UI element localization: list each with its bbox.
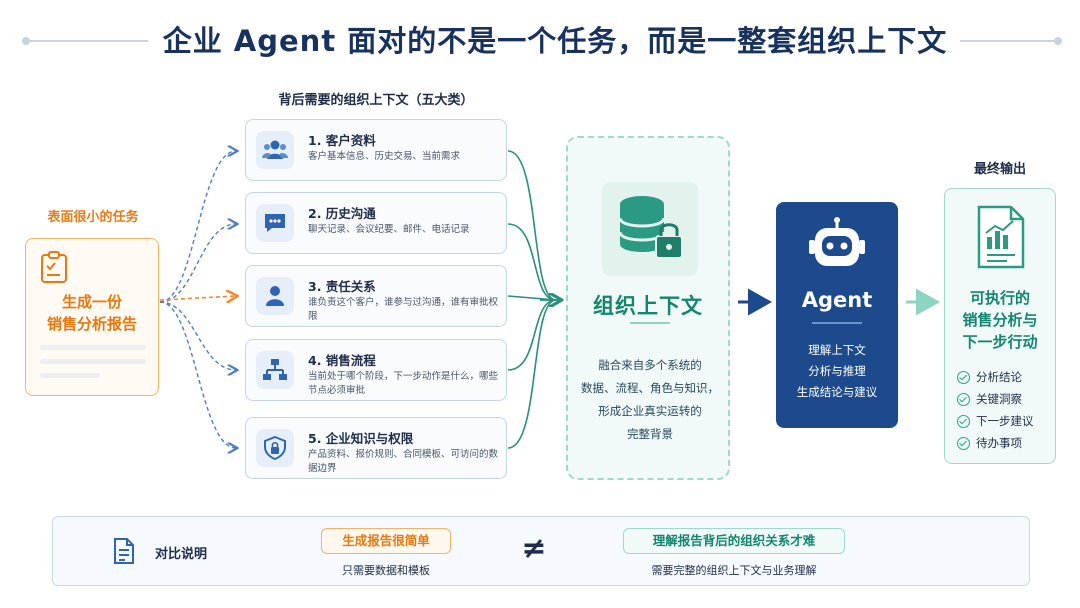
- comparison-easy-pill: 生成报告很简单: [321, 528, 451, 554]
- output-item-label: 待办事项: [976, 436, 1022, 450]
- org-desc-line: 形成企业真实运转的: [598, 404, 702, 418]
- context-item-sales-process: 4. 销售流程 当前处于哪个阶段，下一步动作是什么，哪些节点必须审批: [245, 339, 507, 401]
- context-icon-box: [256, 204, 294, 242]
- context-item-title: 3. 责任关系: [308, 279, 376, 294]
- connector-item-2-org: [507, 223, 557, 301]
- comparison-hard-sub: 需要完整的组织上下文与业务理解: [651, 564, 817, 577]
- connector-task-item-3: [159, 296, 236, 300]
- agent-desc-line: 生成结论与建议: [796, 385, 878, 399]
- agent-divider: [812, 322, 862, 324]
- context-item-desc: 谁负责这个客户，谁参与过沟通，谁有审批权限: [308, 297, 499, 322]
- task-text: 生成一份 销售分析报告: [26, 291, 158, 335]
- agent-title: Agent: [801, 288, 873, 312]
- check-circle-icon: [957, 414, 970, 428]
- check-circle-icon: [957, 370, 970, 384]
- title-divider-right: [960, 40, 1058, 42]
- task-placeholder-bar: [40, 359, 146, 364]
- connector-task-item-1: [159, 151, 236, 303]
- output-item-label: 分析结论: [976, 370, 1022, 384]
- output-box: 可执行的 销售分析与 下一步行动 分析结论 关键洞察 下一步建议 待办事项: [944, 188, 1056, 464]
- output-item-label: 关键洞察: [976, 392, 1022, 406]
- comparison-hard-pill: 理解报告背后的组织关系才难: [623, 528, 845, 554]
- output-item: 关键洞察: [957, 391, 1022, 407]
- robot-icon: [809, 217, 865, 266]
- comparison-label: 对比说明: [155, 547, 208, 562]
- output-item: 待办事项: [957, 435, 1022, 451]
- connector-task-item-4: [159, 301, 236, 370]
- document-icon: [114, 538, 134, 564]
- not-equal-symbol: ≠: [521, 531, 547, 566]
- users-icon: [262, 140, 288, 159]
- page-title: 企业 Agent 面对的不是一个任务，而是一整套组织上下文: [162, 24, 948, 58]
- context-icon-box: [256, 351, 294, 389]
- context-item-knowledge-permissions: 5. 企业知识与权限 产品资料、报价规则、合同模板、可访问的数据边界: [245, 417, 507, 479]
- connector-task-item-2: [159, 224, 236, 303]
- agent-desc: 理解上下文 分析与推理 生成结论与建议: [776, 340, 898, 403]
- context-item-desc: 当前处于哪个阶段，下一步动作是什么，哪些节点必须审批: [308, 371, 499, 396]
- clipboard-icon: [41, 251, 67, 283]
- context-item-communication: 2. 历史沟通 聊天记录、会议纪要、邮件、电话记录: [245, 192, 507, 254]
- output-item: 分析结论: [957, 369, 1022, 385]
- context-item-title: 1. 客户资料: [308, 133, 376, 148]
- org-context-desc: 融合来自多个系统的 数据、流程、角色与知识， 形成企业真实运转的 完整背景: [572, 354, 728, 446]
- report-chart-icon: [977, 205, 1025, 269]
- context-item-desc: 客户基本信息、历史交易、当前需求: [308, 151, 461, 162]
- chat-icon: [265, 214, 285, 232]
- context-icon-box: [256, 131, 294, 169]
- output-item: 下一步建议: [957, 413, 1034, 429]
- task-placeholder-bar: [40, 373, 100, 378]
- org-desc-line: 融合来自多个系统的: [598, 358, 702, 372]
- check-circle-icon: [957, 436, 970, 450]
- org-desc-line: 完整背景: [627, 427, 673, 441]
- final-header: 最终输出: [973, 162, 1026, 177]
- agent-desc-line: 分析与推理: [808, 364, 866, 378]
- comparison-bar: 对比说明 生成报告很简单 只需要数据和模板 ≠ 理解报告背后的组织关系才难 需要…: [52, 516, 1030, 586]
- context-item-title: 2. 历史沟通: [308, 206, 376, 221]
- connector-task-item-5: [159, 301, 236, 448]
- person-icon: [266, 286, 284, 306]
- context-item-title: 5. 企业知识与权限: [308, 431, 414, 446]
- output-item-label: 下一步建议: [976, 414, 1034, 428]
- output-title-line: 可执行的: [969, 289, 1030, 307]
- task-line-1: 生成一份: [61, 293, 122, 311]
- org-desc-line: 数据、流程、角色与知识，: [581, 381, 719, 395]
- context-icon-box: [256, 429, 294, 467]
- output-title: 可执行的 销售分析与 下一步行动: [945, 287, 1055, 353]
- org-context-box: 组织上下文 融合来自多个系统的 数据、流程、角色与知识， 形成企业真实运转的 完…: [566, 136, 730, 480]
- org-divider: [630, 322, 670, 324]
- org-context-title: 组织上下文: [593, 294, 703, 318]
- connector-item-1-org: [507, 150, 557, 301]
- task-card: 生成一份 销售分析报告: [25, 238, 159, 396]
- context-item-responsibility: 3. 责任关系 谁负责这个客户，谁参与过沟通，谁有审批权限: [245, 265, 507, 327]
- title-divider-left: [26, 40, 148, 42]
- task-header: 表面很小的任务: [47, 210, 139, 225]
- context-item-title: 4. 销售流程: [308, 353, 376, 368]
- context-item-customer: 1. 客户资料 客户基本信息、历史交易、当前需求: [245, 119, 507, 181]
- title-bar: 企业 Agent 面对的不是一个任务，而是一整套组织上下文: [0, 18, 1080, 62]
- connector-item-4-org: [507, 299, 557, 371]
- task-line-2: 销售分析报告: [46, 315, 137, 333]
- agent-desc-line: 理解上下文: [808, 343, 866, 357]
- context-icon-box: [256, 277, 294, 315]
- check-circle-icon: [957, 392, 970, 406]
- output-title-line: 销售分析与: [962, 311, 1038, 329]
- title-dot-right: [1054, 37, 1062, 45]
- agent-box: Agent 理解上下文 分析与推理 生成结论与建议: [776, 202, 898, 428]
- context-header: 背后需要的组织上下文（五大类）: [278, 93, 474, 108]
- context-item-desc: 聊天记录、会议纪要、邮件、电话记录: [308, 224, 470, 235]
- task-placeholder-bar: [40, 345, 146, 350]
- comparison-easy-sub: 只需要数据和模板: [342, 564, 430, 577]
- connector-item-5-org: [507, 299, 557, 449]
- database-lock-icon: [618, 196, 683, 259]
- output-title-line: 下一步行动: [962, 333, 1038, 351]
- flowchart-icon: [263, 359, 287, 380]
- shield-lock-icon: [264, 436, 286, 460]
- context-item-desc: 产品资料、报价规则、合同模板、可访问的数据边界: [308, 449, 499, 474]
- org-icon-bg: [602, 182, 698, 276]
